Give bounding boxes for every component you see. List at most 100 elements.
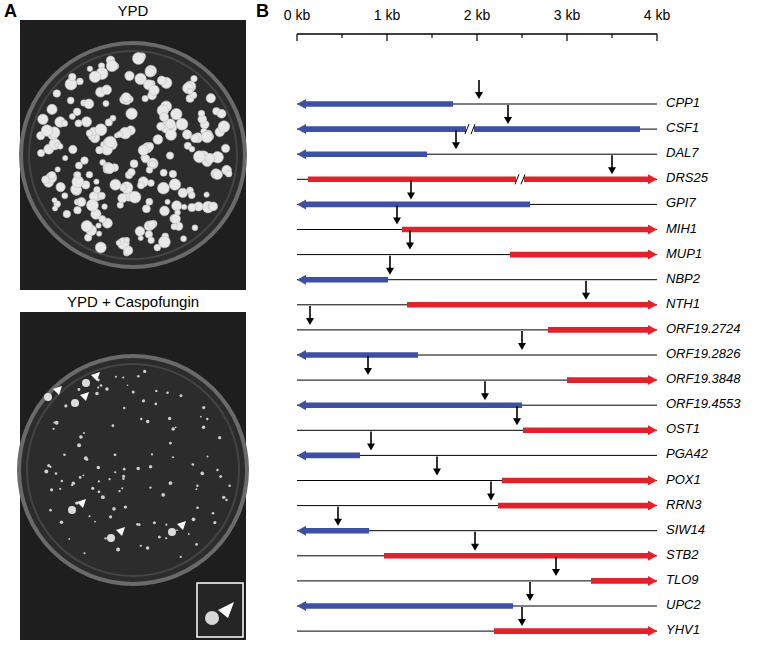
gene-arrow: [567, 375, 657, 385]
colony: [55, 167, 60, 172]
small-colony: [202, 406, 205, 409]
insertion-arrow: [484, 381, 486, 394]
colony: [75, 120, 82, 127]
small-colony: [105, 387, 109, 391]
colony: [160, 169, 167, 176]
scale-tick: [386, 34, 387, 41]
colony: [84, 99, 94, 109]
small-colony: [149, 465, 152, 468]
small-colony: [228, 484, 231, 487]
insertion-arrow: [585, 281, 587, 294]
pointer-arrowhead: [116, 527, 125, 536]
scale-tick: [431, 34, 432, 38]
colony: [169, 170, 176, 177]
gene-name: RRN3: [666, 498, 701, 512]
small-colony: [158, 535, 161, 538]
insertion-arrow: [555, 557, 557, 570]
colony: [52, 198, 57, 203]
break-mark: [515, 174, 519, 184]
insertion-arrowhead: [504, 117, 512, 124]
gene-name: YHV1: [666, 623, 700, 637]
colony: [166, 152, 173, 159]
small-colony: [191, 463, 194, 466]
colony: [171, 214, 181, 224]
colony: [135, 226, 145, 236]
small-colony: [176, 529, 178, 531]
inset-arrowhead: [218, 602, 234, 618]
small-colony: [219, 475, 222, 478]
small-colony: [79, 435, 83, 439]
gene-arrow: [297, 99, 453, 109]
colony: [188, 192, 195, 199]
colony: [172, 201, 182, 211]
small-colony: [212, 512, 215, 515]
small-colony: [171, 427, 175, 431]
colony: [204, 192, 209, 197]
small-colony: [91, 487, 94, 490]
colony: [146, 198, 153, 205]
colony: [178, 188, 187, 197]
colony: [176, 118, 188, 130]
scale-tick: [341, 34, 342, 38]
small-colony: [136, 467, 139, 470]
small-colony: [165, 537, 167, 539]
colony: [86, 171, 93, 178]
colony: [69, 145, 77, 153]
gene-name: ORF19.2826: [666, 347, 740, 361]
small-colony: [206, 418, 208, 420]
colony: [48, 171, 56, 179]
colony: [165, 129, 176, 140]
insertion-arrowhead: [552, 569, 560, 576]
colony: [188, 203, 196, 211]
colony: [63, 210, 70, 217]
insertion-arrow: [507, 105, 509, 118]
small-colony: [172, 456, 174, 458]
small-colony: [114, 471, 116, 473]
inset-colony: [205, 611, 219, 625]
colony: [198, 110, 205, 117]
gene-arrow: [591, 576, 657, 586]
plate-inner-rim: [29, 51, 237, 259]
small-colony: [55, 421, 59, 425]
gene-arrow: [297, 199, 530, 209]
small-colony: [169, 442, 172, 445]
large-colony: [68, 506, 76, 514]
gene-arrow: [297, 400, 522, 410]
colony: [125, 71, 134, 80]
colony: [82, 117, 92, 127]
small-colony: [109, 515, 112, 518]
colony: [149, 85, 159, 95]
small-colony: [115, 376, 117, 378]
colony: [117, 202, 123, 208]
colony: [95, 124, 107, 136]
scale-tick: [521, 34, 522, 38]
scale-label: 3 kb: [554, 8, 580, 23]
insertion-arrowhead: [364, 368, 372, 375]
colony: [137, 182, 144, 189]
gene-arrow: [502, 476, 657, 486]
small-colony: [222, 496, 225, 499]
break-mark: [471, 124, 475, 134]
colony: [148, 237, 154, 243]
small-colony: [98, 490, 101, 493]
small-colony: [59, 488, 61, 490]
colony: [57, 144, 63, 150]
insertion-arrow: [396, 206, 398, 219]
large-colony: [107, 534, 115, 542]
small-colony: [98, 480, 100, 482]
small-colony: [140, 418, 142, 420]
colony: [104, 163, 115, 174]
small-colony: [196, 484, 198, 486]
plate-inner-rim: [27, 364, 239, 576]
colony: [69, 113, 75, 119]
gene-name: STB2: [666, 548, 699, 562]
gene-arrow: [407, 300, 657, 310]
insertion-arrow: [409, 231, 411, 244]
small-colony: [101, 495, 105, 499]
insertion-arrow: [611, 155, 613, 168]
colony: [183, 83, 194, 94]
colony: [52, 206, 57, 211]
pointer-arrowhead: [53, 386, 62, 395]
small-colony: [137, 375, 139, 377]
colony: [67, 97, 74, 104]
